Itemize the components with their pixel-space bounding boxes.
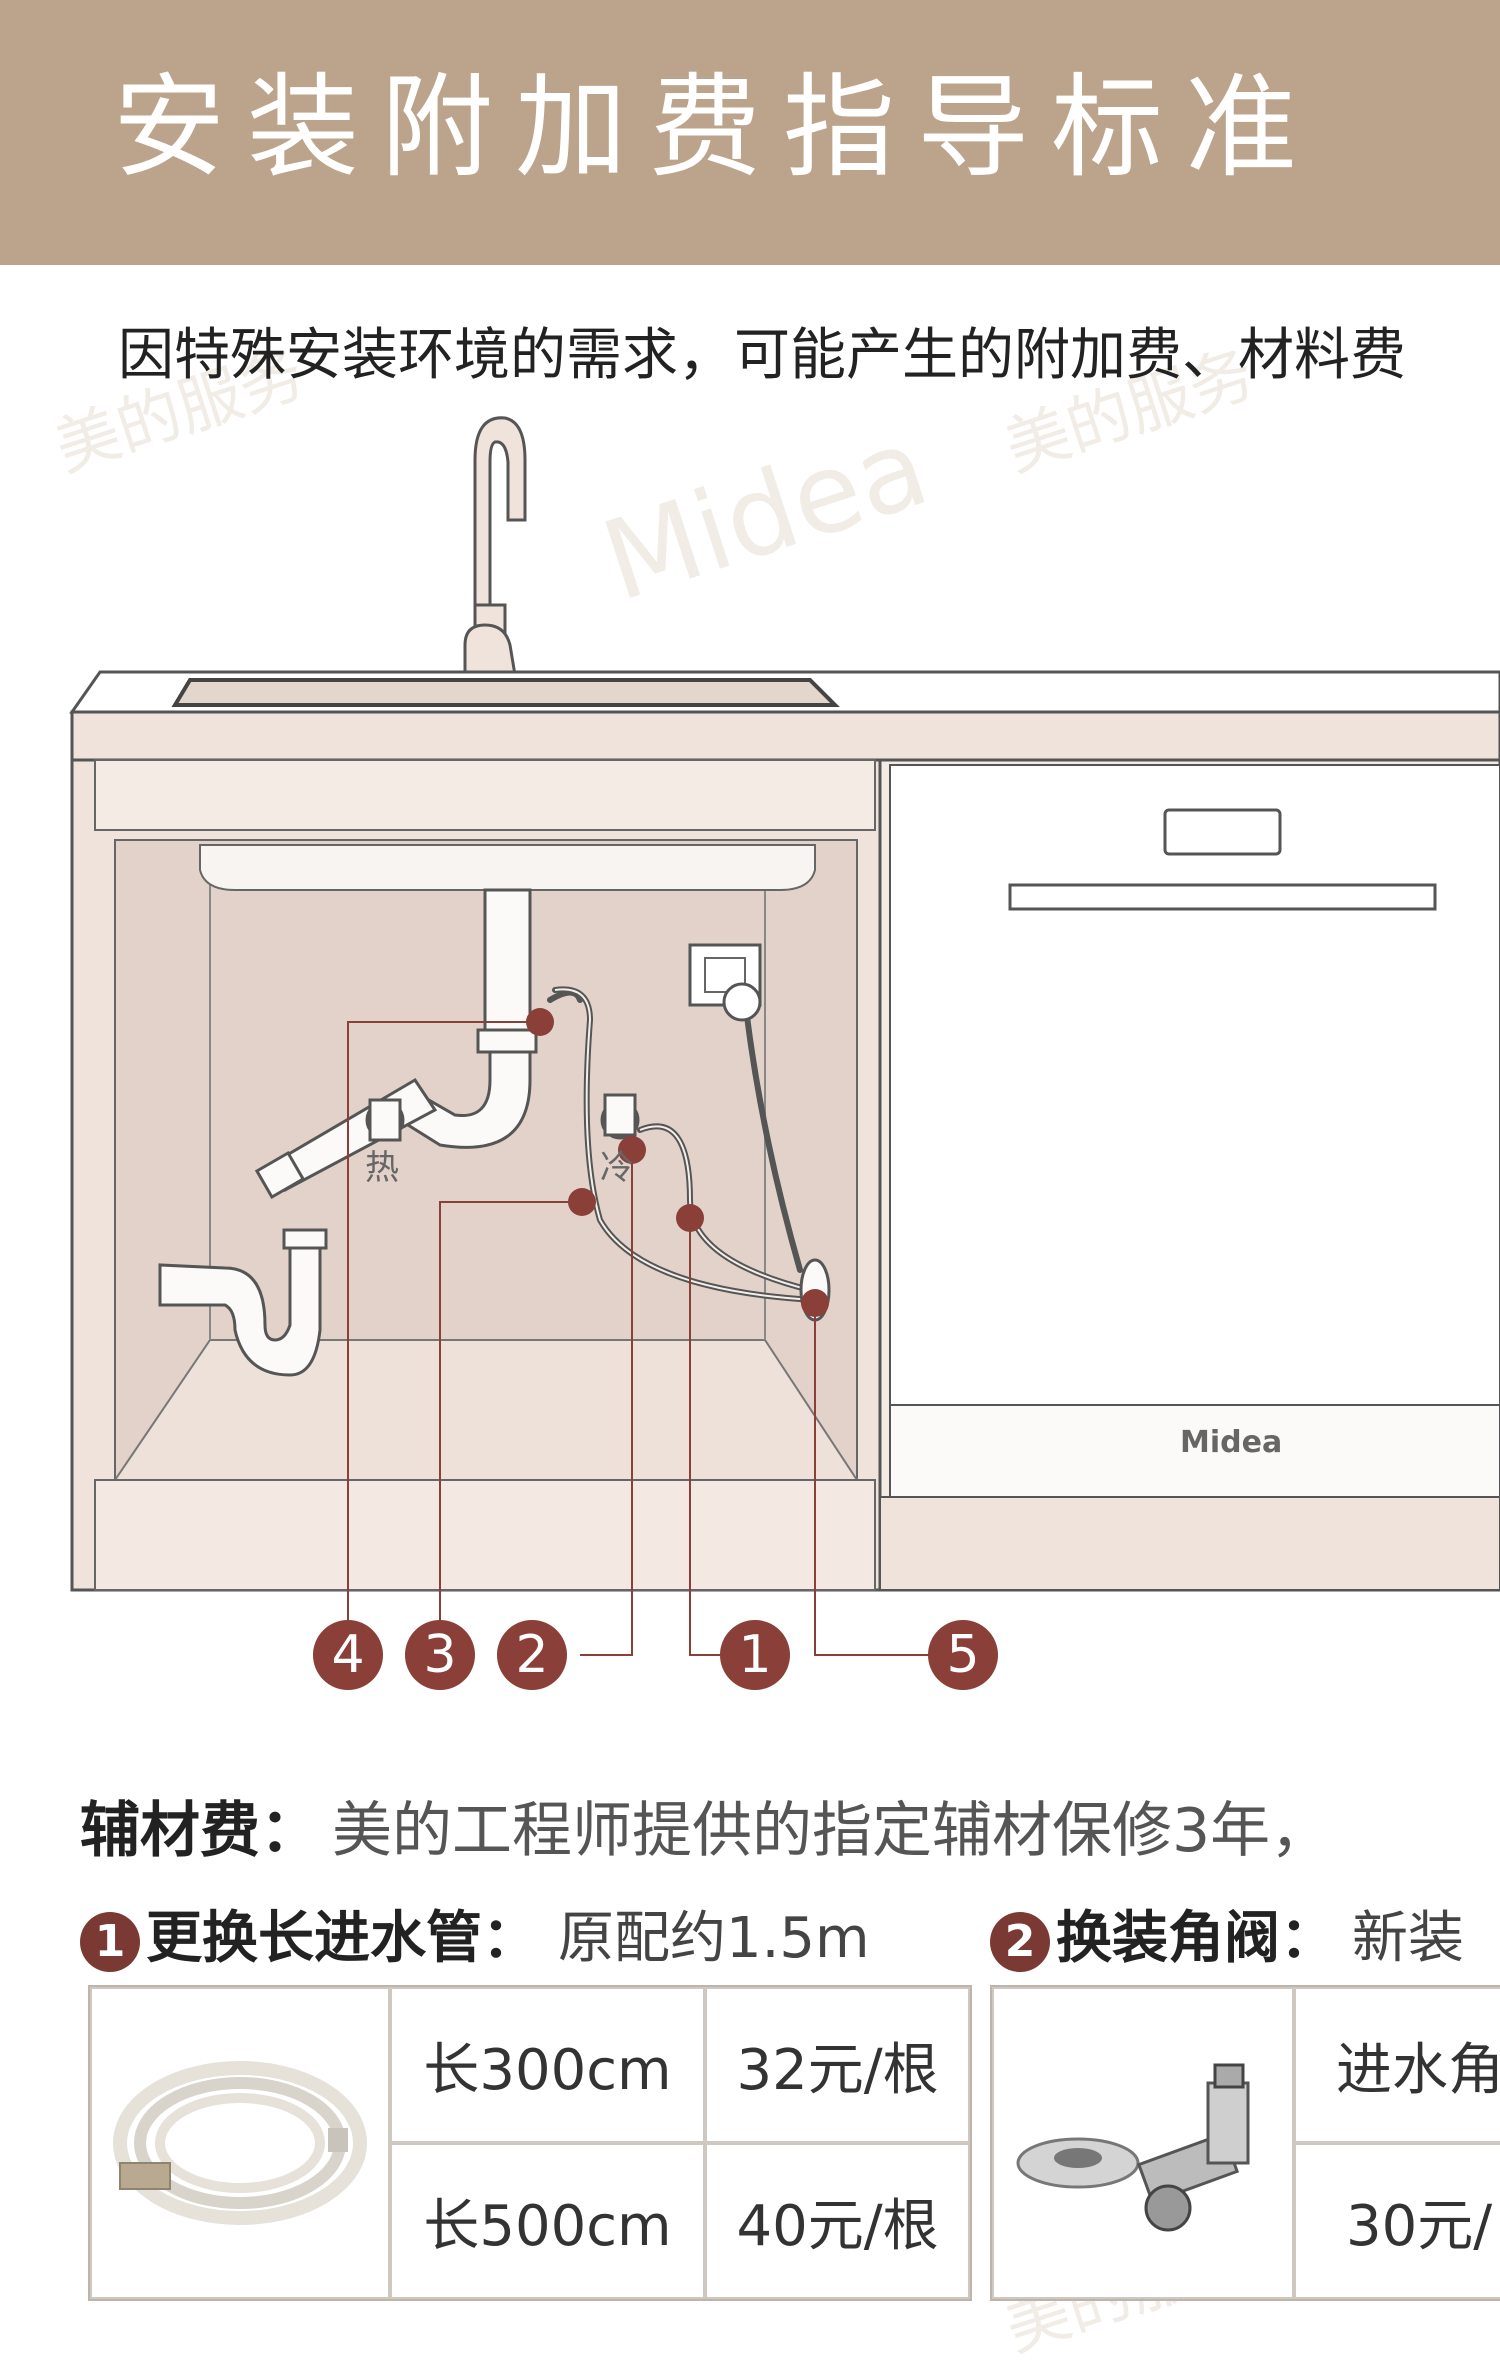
item2-badge: 2	[990, 1911, 1050, 1972]
fees-title: 辅材费：	[80, 1796, 320, 1866]
installation-diagram-svg	[69, 416, 1500, 1656]
power-socket-icon	[688, 943, 762, 1022]
callout-4: 4	[313, 1620, 383, 1690]
faucet-icon	[463, 416, 527, 677]
item2-title: 换装角阀：	[1056, 1906, 1336, 1971]
callout-1: 1	[720, 1620, 790, 1690]
cold-label: 冷	[600, 1148, 634, 1188]
item1-price-1: 32元/根	[705, 1987, 970, 2143]
angle-valve-icon	[1016, 2063, 1250, 2232]
fees-heading: 辅材费：美的工程师提供的指定辅材保修3年，	[80, 1782, 1330, 1869]
fees-desc: 美的工程师提供的指定辅材保修3年，	[332, 1796, 1331, 1866]
intro-text: 因特殊安装环境的需求，可能产生的附加费、材料费	[118, 323, 1406, 388]
item2-image-cell	[992, 1987, 1294, 2299]
hot-valve-icon	[365, 1098, 405, 1142]
sink-cabinet	[70, 758, 882, 1592]
item1-badge: 1	[80, 1911, 140, 1972]
item2-price: 30元/	[1294, 2143, 1500, 2299]
item2-desc: 新装	[1352, 1906, 1464, 1971]
callout-5: 5	[928, 1620, 998, 1690]
dishwasher	[878, 758, 1500, 1592]
item1-length-1: 长300cm	[390, 1987, 705, 2143]
water-hoses-inner	[554, 988, 816, 1301]
installation-diagram: 热 冷 Midea 4 3 2 1 5	[0, 400, 1500, 1730]
item1-price-table: 长300cm 32元/根 长500cm 40元/根	[88, 1985, 972, 2301]
callout-leader-lines	[347, 1021, 930, 1656]
header-banner: 安装附加费指导标准	[0, 0, 1500, 265]
callout-3: 3	[405, 1620, 475, 1690]
inlet-hose-icon	[113, 2061, 367, 2225]
item1-desc: 原配约1.5m	[558, 1906, 870, 1971]
item1-length-2: 长500cm	[390, 2143, 705, 2299]
hot-label: 热	[365, 1148, 399, 1188]
item1-image-cell	[90, 1987, 390, 2299]
item2-row-label: 进水角	[1294, 1987, 1500, 2143]
item2-price-table: 进水角 30元/	[990, 1985, 1500, 2301]
item1-title: 更换长进水管：	[146, 1906, 538, 1971]
callout-2: 2	[497, 1620, 567, 1690]
cold-valve-icon	[600, 1093, 640, 1140]
appliance-logo: Midea	[1180, 1425, 1283, 1460]
countertop	[69, 670, 1500, 762]
item1-price-2: 40元/根	[705, 2143, 970, 2299]
page-title: 安装附加费指导标准	[113, 63, 1319, 193]
